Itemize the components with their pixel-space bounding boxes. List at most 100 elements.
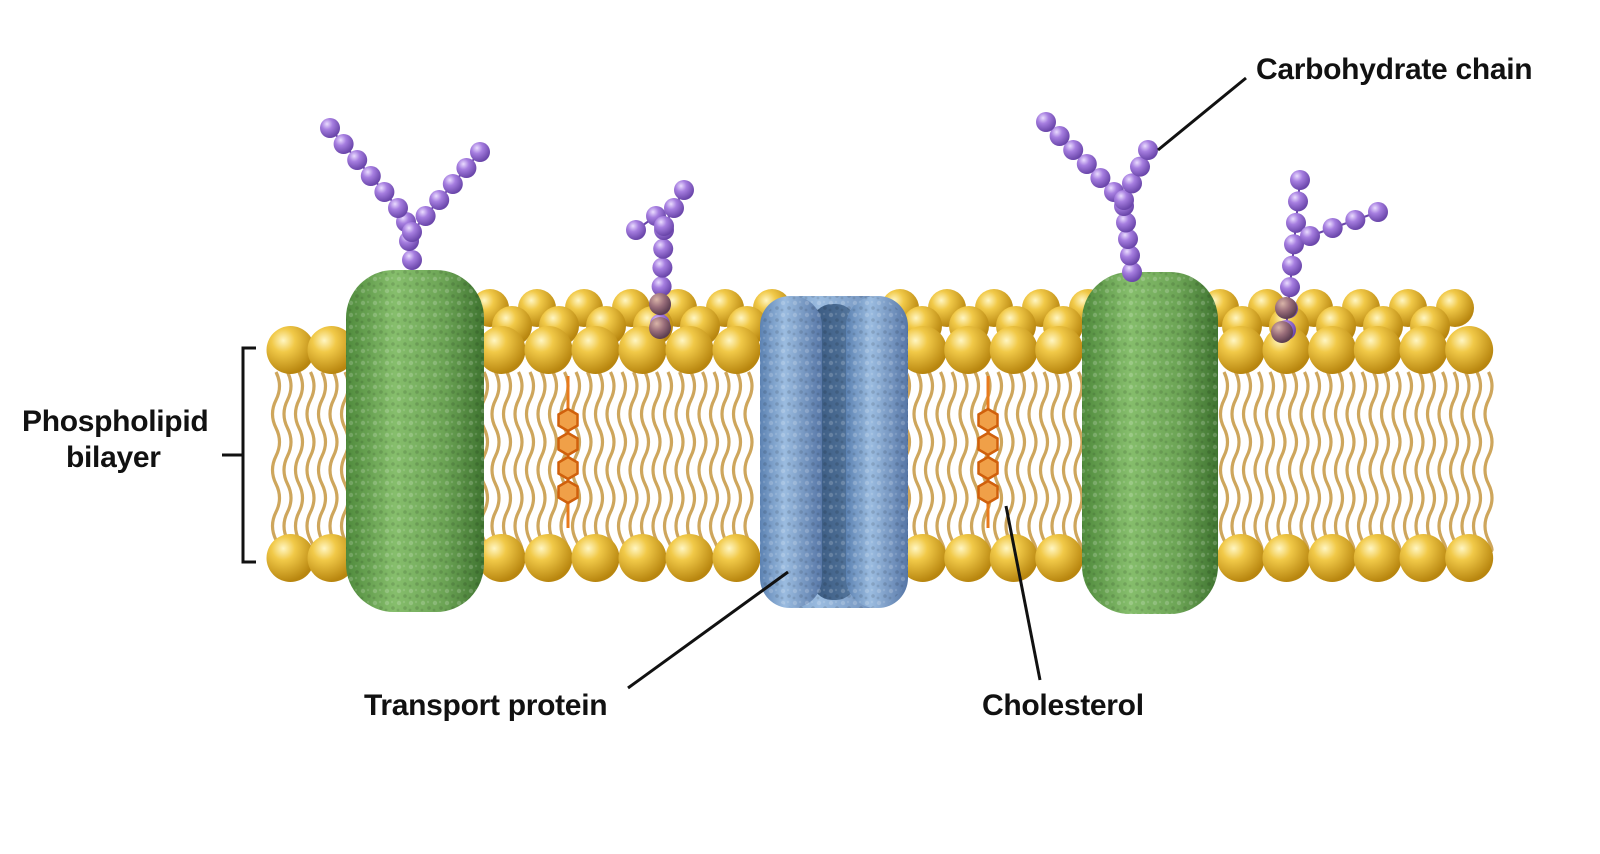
lipid-tail — [923, 371, 935, 553]
carbohydrate-chain-4-branch — [1300, 202, 1388, 246]
cholesterol-ring — [977, 479, 999, 505]
phospholipid-head — [944, 534, 993, 582]
phospholipid-bilayer-label-line2: bilayer — [66, 441, 161, 474]
phospholipid-head — [1035, 326, 1084, 374]
phospholipid-head — [898, 534, 947, 582]
lipid-tail — [593, 371, 605, 553]
cholesterol-leader-line — [1004, 505, 1042, 681]
lipid-tail — [1241, 371, 1253, 553]
carbohydrate-bead — [1300, 226, 1320, 246]
carbohydrate-bead — [1288, 191, 1308, 212]
lipid-tail — [1027, 371, 1038, 553]
carbohydrate-bead — [1286, 212, 1306, 233]
phospholipid-head — [477, 326, 526, 374]
phospholipid-heads-inner-layer — [266, 534, 1494, 582]
carbohydrate-bead — [652, 257, 673, 278]
lipid-tail — [969, 371, 981, 553]
lipid-tail — [524, 371, 536, 553]
lipid-tail — [1414, 371, 1425, 553]
carbohydrate-bead — [664, 198, 684, 218]
lipid-tail — [651, 371, 662, 553]
lipid-tail — [1015, 371, 1027, 553]
phospholipid-head — [712, 534, 761, 582]
lipid-tail — [1333, 371, 1345, 553]
leader-lines — [627, 76, 1247, 690]
carbohydrate-bead — [1322, 218, 1343, 238]
transport-protein-label: Transport protein — [364, 689, 608, 722]
lipid-tail — [1402, 371, 1414, 553]
phospholipid-head — [1399, 534, 1448, 582]
carbohydrate-chain-1-left-branch — [320, 118, 422, 270]
carbohydrate-bead — [1116, 212, 1136, 233]
cholesterol-ring — [557, 407, 579, 433]
carbohydrate-leader-line — [1157, 76, 1247, 152]
carbohydrate-bead — [1130, 156, 1150, 177]
carbohydrate-bead — [1138, 140, 1158, 160]
carbohydrate-chain-label: Carbohydrate chain — [1256, 53, 1533, 86]
phospholipid-head — [618, 534, 667, 582]
lipid-tail — [1460, 371, 1471, 553]
lipid-tail — [708, 371, 720, 553]
lipid-tail — [605, 371, 616, 553]
phospholipid-heads-outer-layer — [266, 326, 1494, 374]
lipid-tail — [305, 371, 316, 553]
carbohydrate-bead — [374, 182, 395, 202]
cholesterol-ring — [557, 455, 579, 481]
lipid-tail — [1437, 371, 1448, 553]
carbohydrate-bead — [1368, 202, 1388, 222]
lipid-tail — [1322, 371, 1333, 553]
phospholipid-head — [266, 534, 315, 582]
lipid-tail — [1253, 371, 1264, 553]
lipid-tail — [293, 371, 305, 553]
carbohydrate-bead — [674, 180, 694, 200]
carbohydrate-bead — [651, 276, 672, 297]
lipid-tail — [639, 371, 651, 553]
transport-protein — [760, 296, 908, 608]
carbohydrate-bead — [1120, 245, 1140, 266]
glycolipid-anchor — [649, 317, 671, 339]
carbohydrate-bead — [1114, 190, 1134, 210]
lipid-tail — [731, 371, 743, 553]
phospholipid-head — [989, 534, 1038, 582]
lipid-tail — [685, 371, 697, 553]
lipid-tail — [270, 371, 282, 553]
carbohydrate-bead — [470, 142, 490, 162]
phospholipid-head — [618, 326, 667, 374]
lipid-tail — [1368, 371, 1379, 553]
phospholipid-bilayer-label-line1: Phospholipid — [22, 405, 209, 438]
lipid-tail — [1218, 371, 1230, 553]
lipid-tail — [1448, 371, 1460, 553]
carbohydrate-bead — [402, 222, 422, 242]
phospholipid-head — [266, 326, 315, 374]
cholesterol-ring — [977, 407, 999, 433]
lipid-tail — [1073, 371, 1084, 553]
cholesterol-ring — [557, 431, 579, 457]
phospholipid-head — [944, 326, 993, 374]
cholesterol-ring — [557, 479, 579, 505]
carbohydrate-bead — [402, 250, 422, 270]
cholesterol-ring — [977, 455, 999, 481]
carbohydrate-bead — [1284, 234, 1304, 255]
phospholipid-head — [1353, 534, 1402, 582]
carbohydrate-bead — [1345, 210, 1366, 230]
carbohydrate-bead — [1118, 229, 1138, 249]
lipid-tail — [958, 371, 969, 553]
carbohydrate-bead — [456, 158, 477, 178]
carbohydrate-chain-2-branch — [654, 180, 694, 236]
lipid-tail — [513, 371, 524, 553]
lipid-tail — [935, 371, 946, 553]
lipid-tail — [1230, 371, 1241, 553]
lipid-tail — [1276, 371, 1287, 553]
lipid-tail — [1379, 371, 1391, 553]
phospholipid-head — [1353, 326, 1402, 374]
phospholipid-head — [571, 534, 620, 582]
phospholipid-head — [1308, 534, 1357, 582]
lipid-tail — [912, 371, 923, 553]
lipid-tail — [616, 371, 628, 553]
phospholipid-head — [307, 534, 356, 582]
carbohydrate-chain-3-right-branch — [1114, 140, 1158, 210]
lipid-tail — [282, 371, 293, 553]
carbohydrate-bead — [1122, 173, 1142, 194]
phospholipid-head — [1308, 326, 1357, 374]
